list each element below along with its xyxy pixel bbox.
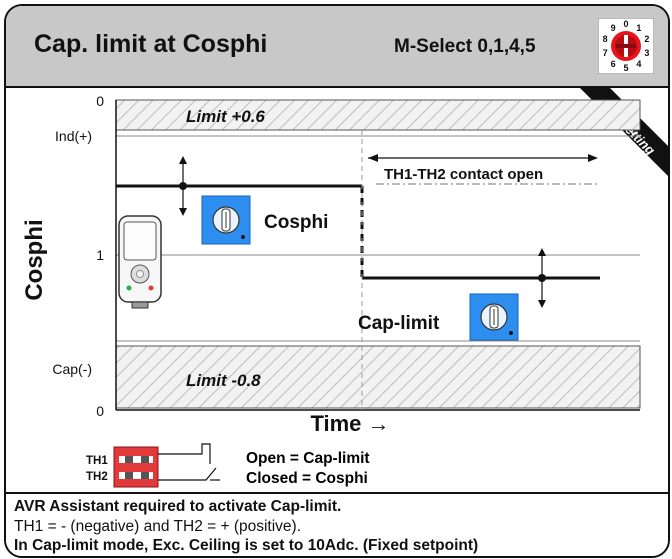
caplimit-adjust-arrow [538, 248, 546, 308]
dial-digit: 2 [644, 34, 649, 44]
page-title: Cap. limit at Cosphi [34, 30, 268, 58]
footer-notes: AVR Assistant required to activate Cap-l… [6, 492, 668, 556]
dial-digit: 8 [603, 34, 608, 44]
dial-digit: 7 [603, 48, 608, 58]
dial-digit: 5 [623, 63, 628, 73]
tick-one: 1 [96, 247, 104, 263]
x-axis-title: Time → [310, 411, 389, 436]
mselect-label: M-Select 0,1,4,5 [394, 36, 536, 57]
tick-top: 0 [96, 93, 104, 109]
handheld-device-icon [118, 215, 162, 309]
legend-closed: Closed = Cosphi [246, 470, 368, 487]
dial-digit: 9 [611, 23, 616, 33]
cosphi-label: Cosphi [264, 212, 328, 233]
limit-top-band [115, 99, 641, 131]
tick-ind: Ind(+) [55, 128, 92, 144]
cosphi-diagram: Adv. Setting Cosphi Limit +0.6 Limit -0.… [21, 88, 668, 488]
dial-digit: 1 [636, 23, 641, 33]
contact-open-span [368, 154, 600, 185]
footer-line3: In Cap-limit mode, Exc. Ceiling is set t… [14, 537, 479, 554]
dial-digit: 6 [611, 59, 616, 69]
th2-label: TH2 [86, 471, 108, 483]
dial-digit: 4 [636, 59, 641, 69]
tick-cap: Cap(-) [52, 361, 92, 377]
th1-label: TH1 [86, 455, 108, 467]
cosphi-adjust-arrow [179, 156, 187, 216]
dial-digit: 3 [644, 48, 649, 58]
y-axis-title: Cosphi [21, 219, 48, 300]
contact-symbol-icon [158, 443, 220, 481]
legend-open: Open = Cap-limit [246, 450, 370, 467]
limit-bottom-band [115, 345, 641, 409]
caplimit-label: Cap-limit [358, 313, 440, 334]
cosphi-pot-icon [201, 195, 251, 245]
tick-bottom: 0 [96, 403, 104, 419]
limit-top-label: Limit +0.6 [186, 107, 265, 126]
footer-line1: AVR Assistant required to activate Cap-l… [14, 498, 342, 515]
limit-bottom-label: Limit -0.8 [186, 371, 261, 390]
contact-open-label: TH1-TH2 contact open [384, 166, 543, 183]
dial-digit: 0 [623, 19, 628, 29]
footer-line2: TH1 = - (negative) and TH2 = + (positive… [14, 518, 302, 535]
dip-switch-icon [113, 446, 159, 488]
caplimit-pot-icon [469, 293, 519, 341]
